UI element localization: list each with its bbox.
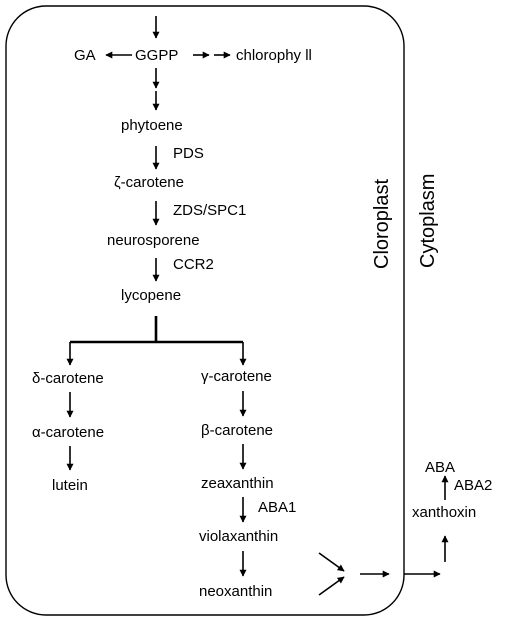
chloroplast-label: Cloroplast xyxy=(371,179,393,269)
zeaxanthin-label: zeaxanthin xyxy=(201,475,274,492)
zeta-carotene-label: ζ-carotene xyxy=(114,174,184,191)
aba1-label: ABA1 xyxy=(258,499,296,516)
chlorophyll-label: chlorophy ll xyxy=(236,47,312,64)
cytoplasm-label: Cytoplasm xyxy=(417,174,439,268)
aba2-label: ABA2 xyxy=(454,477,492,494)
lutein-label: lutein xyxy=(52,477,88,494)
neoxanthin-label: neoxanthin xyxy=(199,583,272,600)
xanthoxin-label: xanthoxin xyxy=(412,504,476,521)
alpha-carotene-label: α-carotene xyxy=(32,424,104,441)
beta-carotene-label: β-carotene xyxy=(201,422,273,439)
violaxanthin-converge-arrow xyxy=(318,552,345,572)
ccr2-label: CCR2 xyxy=(173,256,214,273)
pds-label: PDS xyxy=(173,145,204,162)
lycopene-label: lycopene xyxy=(121,287,181,304)
aba-label: ABA xyxy=(425,459,455,476)
violaxanthin-label: violaxanthin xyxy=(199,528,278,545)
zds-label: ZDS/SPC1 xyxy=(173,202,246,219)
ggpp-label: GGPP xyxy=(135,47,178,64)
gamma-carotene-label: γ-carotene xyxy=(201,368,272,385)
delta-carotene-label: δ-carotene xyxy=(32,370,104,387)
chloroplast-boundary xyxy=(5,5,405,616)
phytoene-label: phytoene xyxy=(121,117,183,134)
neurosporene-label: neurosporene xyxy=(107,232,200,249)
ga-label: GA xyxy=(74,47,96,64)
neoxanthin-converge-arrow xyxy=(318,576,345,596)
